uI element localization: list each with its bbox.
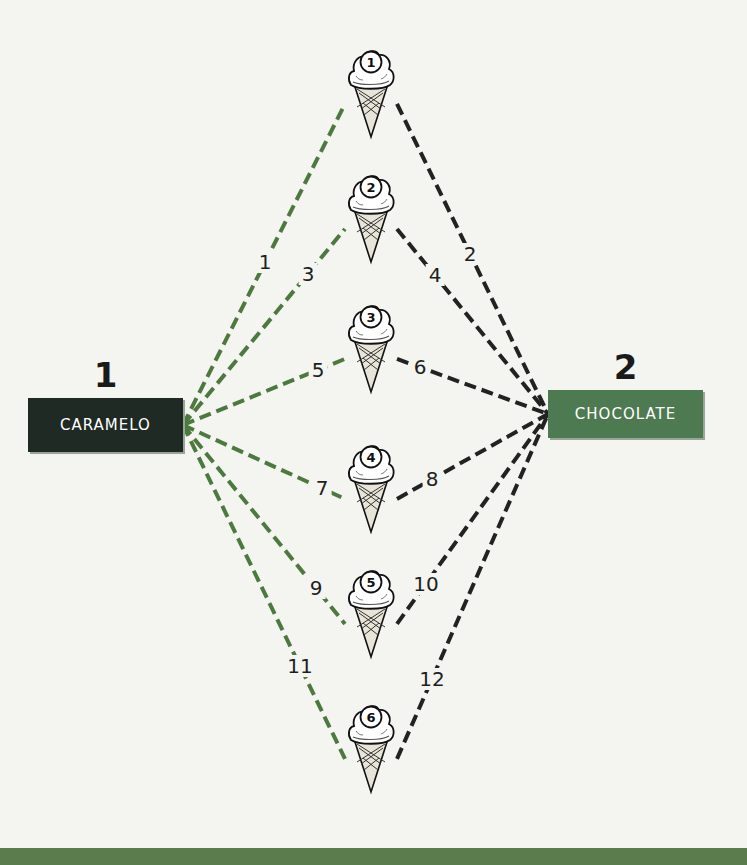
- dashed-connector: [397, 414, 548, 499]
- edge-label: 10: [410, 573, 441, 595]
- cone-number: 1: [345, 56, 397, 69]
- edge-label: 6: [411, 356, 430, 378]
- edge-label: 11: [284, 655, 315, 677]
- ice-cream-cone: 5: [345, 565, 397, 660]
- bottom-band: [0, 848, 747, 865]
- cone-number: 5: [345, 576, 397, 589]
- dashed-connector: [183, 425, 345, 499]
- edge-label: 7: [313, 477, 332, 499]
- edge-label: 12: [416, 668, 447, 690]
- dashed-connector: [397, 104, 548, 414]
- dashed-connector: [183, 104, 345, 425]
- flavor-box: 1CARAMELO: [28, 398, 183, 452]
- ice-cream-cone: 4: [345, 440, 397, 535]
- edge-label: 2: [461, 243, 480, 265]
- ice-cream-cone: 1: [345, 45, 397, 140]
- dashed-connector: [397, 414, 548, 624]
- box-label: CARAMELO: [60, 416, 151, 434]
- edge-label: 1: [256, 251, 275, 273]
- edge-label: 4: [426, 264, 445, 286]
- dashed-connector: [183, 229, 345, 425]
- ice-cream-cone: 3: [345, 300, 397, 395]
- dashed-connector: [183, 425, 345, 759]
- dashed-connector: [183, 359, 345, 425]
- ice-cream-cone: 2: [345, 170, 397, 265]
- cone-number: 4: [345, 451, 397, 464]
- cone-number: 2: [345, 181, 397, 194]
- box-number: 1: [28, 358, 183, 392]
- box-label: CHOCOLATE: [575, 405, 676, 423]
- box-number: 2: [548, 350, 703, 384]
- cone-number: 3: [345, 311, 397, 324]
- edge-label: 3: [299, 263, 318, 285]
- dashed-connector: [397, 229, 548, 414]
- edge-label: 8: [423, 468, 442, 490]
- ice-cream-cone: 6: [345, 700, 397, 795]
- dashed-connector: [397, 414, 548, 759]
- cone-number: 6: [345, 711, 397, 724]
- flavor-box: 2CHOCOLATE: [548, 390, 703, 438]
- bottom-band-fill: [0, 848, 747, 865]
- edge-label: 5: [309, 359, 328, 381]
- edge-label: 9: [307, 577, 326, 599]
